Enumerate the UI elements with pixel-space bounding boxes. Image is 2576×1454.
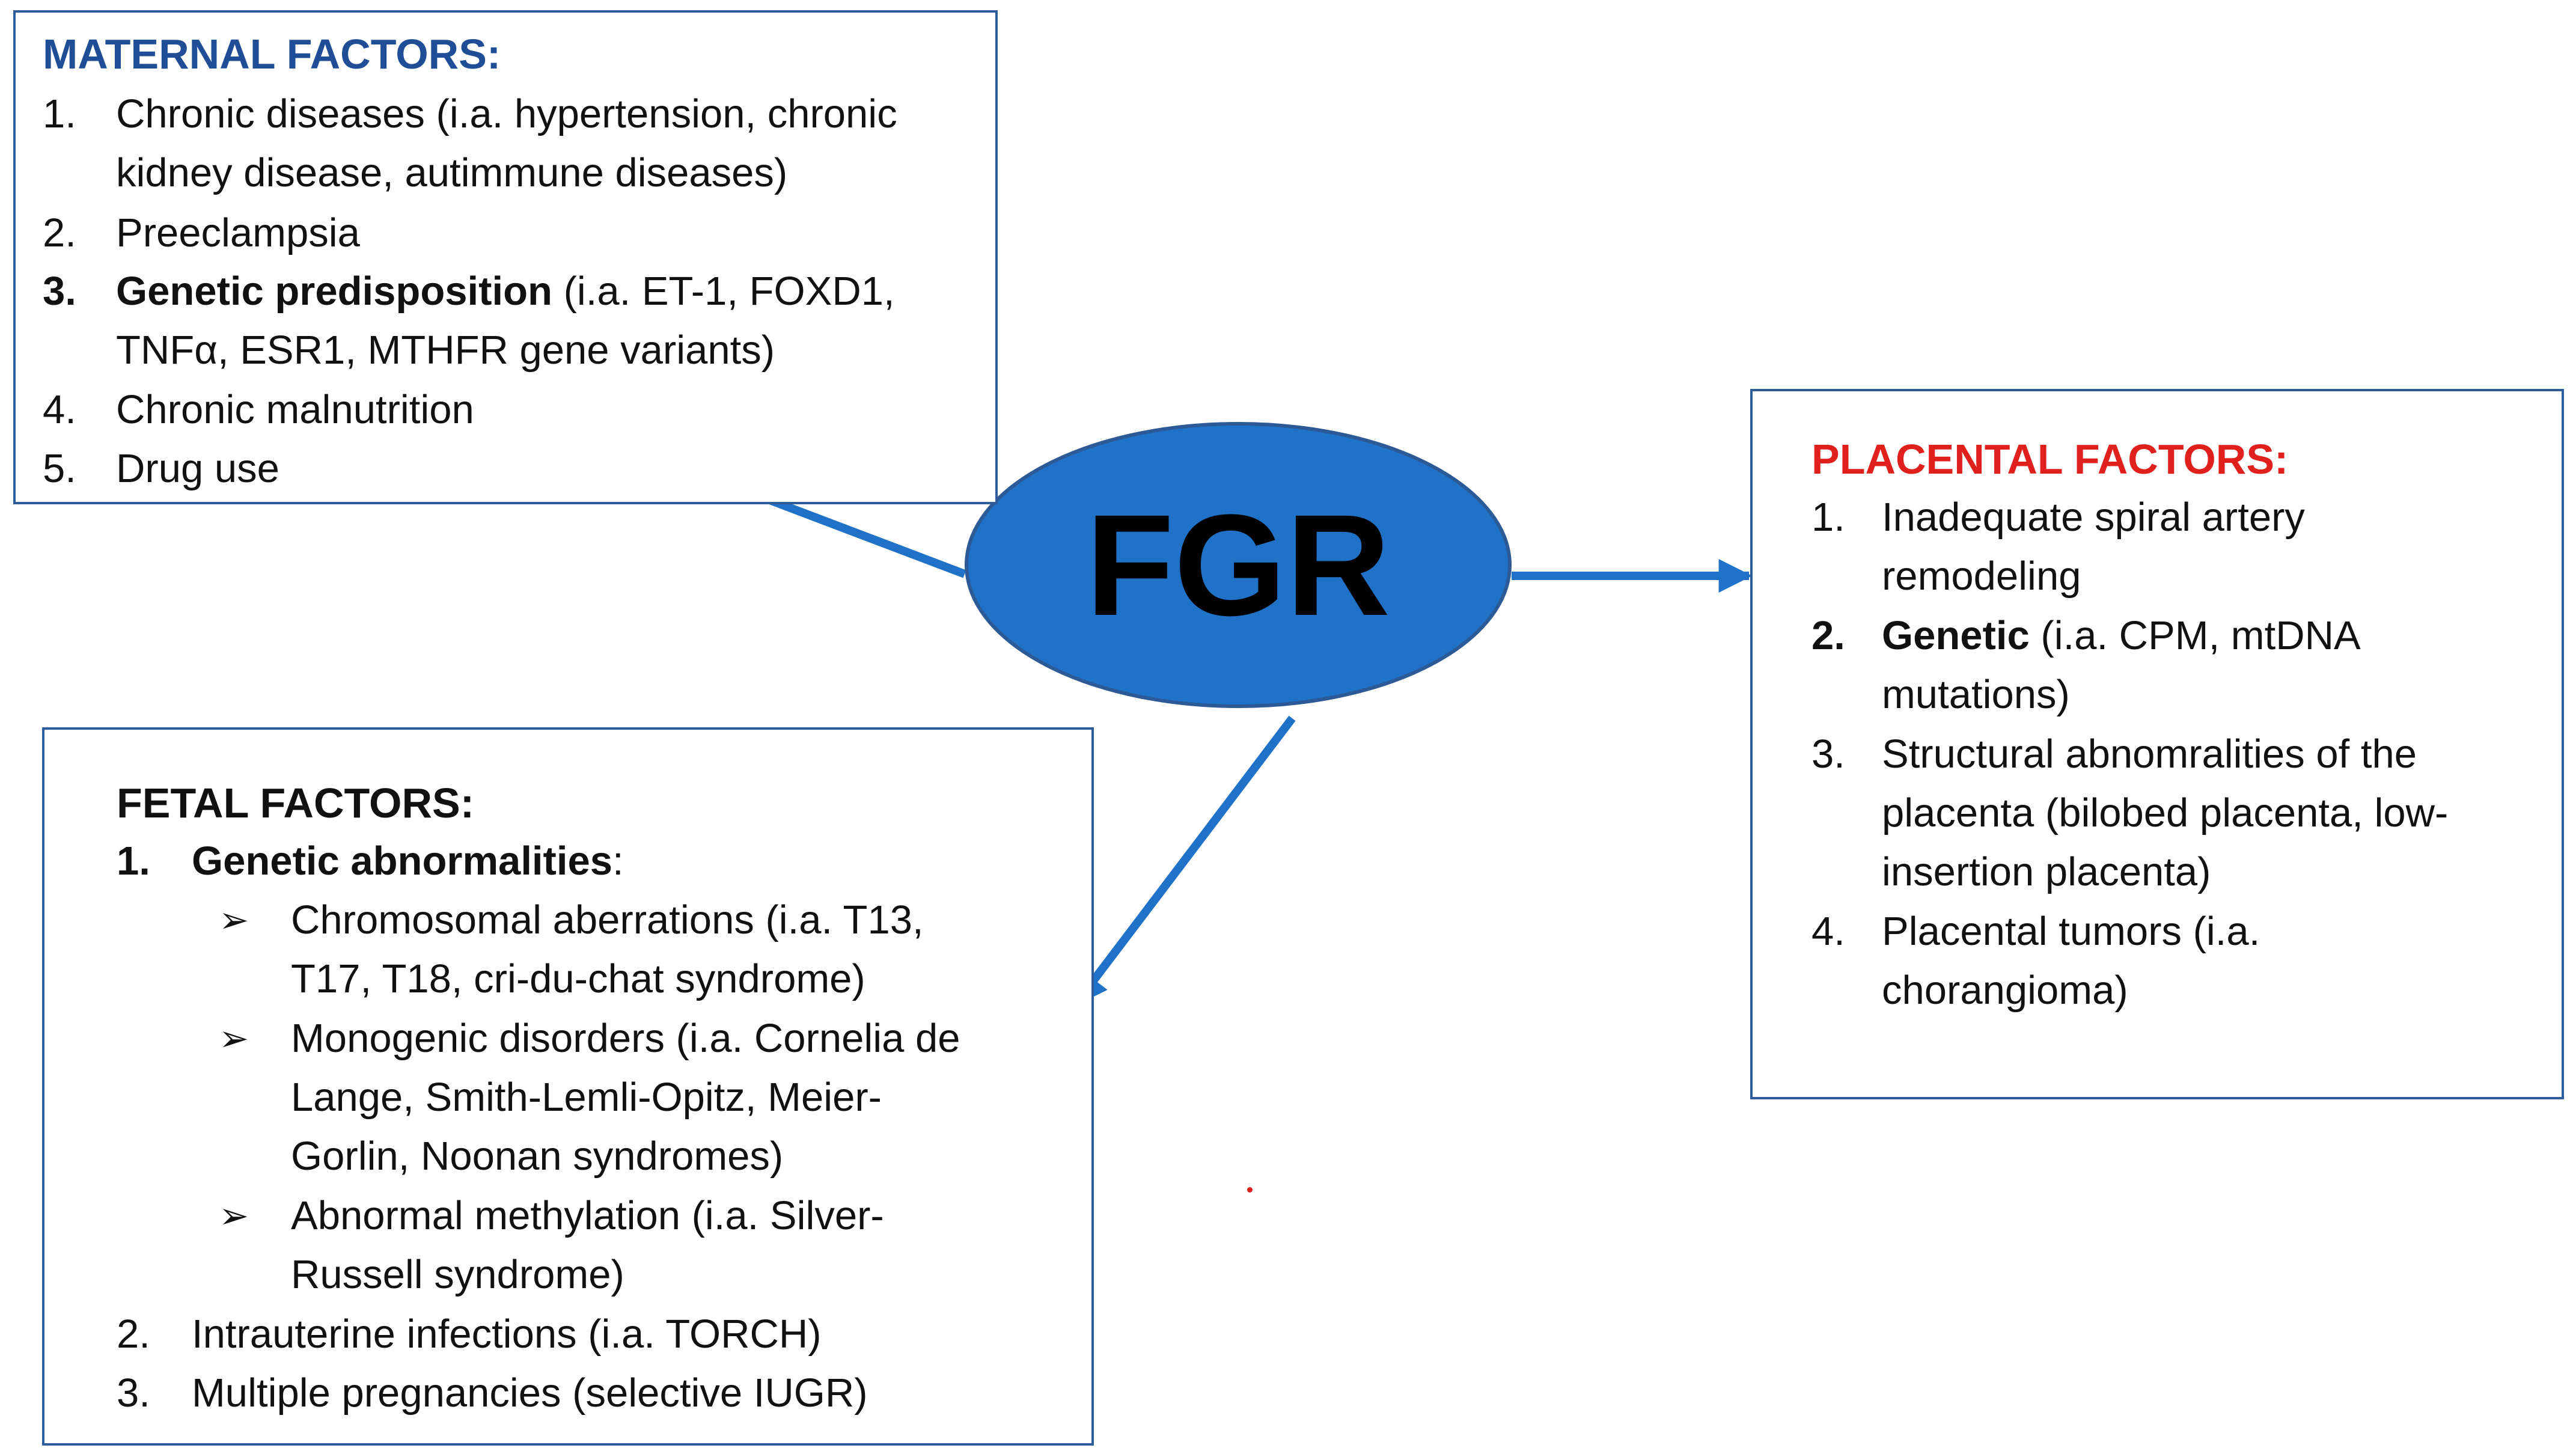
fgr-label: FGR [1085, 484, 1391, 646]
fetal-item-2-number: 2. [117, 1312, 150, 1357]
arrow-bullet-icon: ➢ [219, 900, 249, 940]
fetal-item-1-line1: Genetic abnormalities: [192, 841, 624, 881]
placental-item-3-number: 3. [1811, 732, 1845, 777]
placental-item-2-line2: mutations) [1882, 672, 2070, 717]
placental-heading: PLACENTAL FACTORS: [1811, 436, 2289, 483]
maternal-factors-box: MATERNAL FACTORS: 1. Chronic diseases (i… [13, 10, 998, 504]
fetal-item-2-line1: Intrauterine infections (i.a. TORCH) [192, 1312, 822, 1357]
arrow-bullet-icon: ➢ [219, 1018, 249, 1058]
fetal-bullet-3-line2: Russell syndrome) [291, 1252, 624, 1297]
maternal-item-3-rest: (i.a. ET-1, FOXD1, [552, 269, 895, 314]
placental-item-2-line1: Genetic (i.a. CPM, mtDNA [1882, 616, 2361, 656]
fetal-item-1-bold: Genetic abnormalities [192, 838, 612, 884]
maternal-heading: MATERNAL FACTORS: [43, 31, 501, 78]
placental-item-2-number: 2. [1811, 613, 1845, 658]
maternal-item-1-number: 1. [43, 91, 76, 136]
fetal-bullet-1-line2: T17, T18, cri-du-chat syndrome) [291, 956, 865, 1001]
fetal-bullet-1-line1: Chromosomal aberrations (i.a. T13, [291, 897, 924, 942]
maternal-item-3-number: 3. [43, 269, 76, 314]
fetal-heading: FETAL FACTORS: [117, 780, 474, 826]
maternal-item-5-line1: Drug use [116, 446, 279, 491]
fetal-item-1-number: 1. [117, 838, 150, 884]
red-dot-mark [1247, 1187, 1253, 1193]
placental-item-4-line1: Placental tumors (i.a. [1882, 909, 2260, 954]
fetal-bullet-3-line1: Abnormal methylation (i.a. Silver- [291, 1193, 884, 1238]
placental-item-3-line2: placenta (bilobed placenta, low- [1882, 790, 2449, 835]
placental-item-2-bold: Genetic [1882, 613, 2030, 658]
fgr-ellipse [965, 422, 1512, 708]
maternal-item-1-line2: kidney disease, autimmune diseases) [116, 150, 788, 195]
maternal-item-5-number: 5. [43, 446, 76, 491]
placental-item-2-rest: (i.a. CPM, mtDNA [2029, 613, 2361, 658]
maternal-item-2-line1: Preeclampsia [116, 210, 360, 255]
maternal-item-3-line1: Genetic predisposition (i.a. ET-1, FOXD1… [116, 271, 895, 311]
placental-item-1-number: 1. [1811, 495, 1845, 540]
fetal-bullet-2-line1: Monogenic disorders (i.a. Cornelia de [291, 1016, 960, 1061]
fetal-item-3-number: 3. [117, 1370, 150, 1416]
placental-item-4-line2: chorangioma) [1882, 968, 2128, 1013]
maternal-item-2-number: 2. [43, 210, 76, 255]
fetal-factors-box: FETAL FACTORS: 1. Genetic abnormalities:… [42, 727, 1094, 1446]
fetal-item-1-rest: : [612, 838, 624, 884]
placental-item-3-line3: insertion placenta) [1882, 849, 2211, 894]
arrow-to-fetal [1072, 715, 1296, 1007]
maternal-item-4-number: 4. [43, 387, 76, 432]
fetal-bullet-2-line2: Lange, Smith-Lemli-Opitz, Meier- [291, 1075, 882, 1120]
arrow-bullet-icon: ➢ [219, 1196, 249, 1236]
placental-item-3-line1: Structural abnomralities of the [1882, 732, 2417, 777]
maternal-item-3-bold: Genetic predisposition [116, 269, 552, 314]
placental-factors-box: PLACENTAL FACTORS: 1. Inadequate spiral … [1750, 389, 2564, 1099]
maternal-item-4-line1: Chronic malnutrition [116, 387, 474, 432]
fetal-item-3-line1: Multiple pregnancies (selective IUGR) [192, 1370, 868, 1416]
maternal-item-1-line1: Chronic diseases (i.a. hypertension, chr… [116, 91, 897, 136]
fetal-bullet-2-line3: Gorlin, Noonan syndromes) [291, 1134, 784, 1179]
placental-item-1-line1: Inadequate spiral artery [1882, 495, 2305, 540]
placental-item-1-line2: remodeling [1882, 554, 2081, 599]
maternal-item-3-line2: TNFα, ESR1, MTHFR gene variants) [116, 328, 775, 373]
placental-item-4-number: 4. [1811, 909, 1845, 954]
